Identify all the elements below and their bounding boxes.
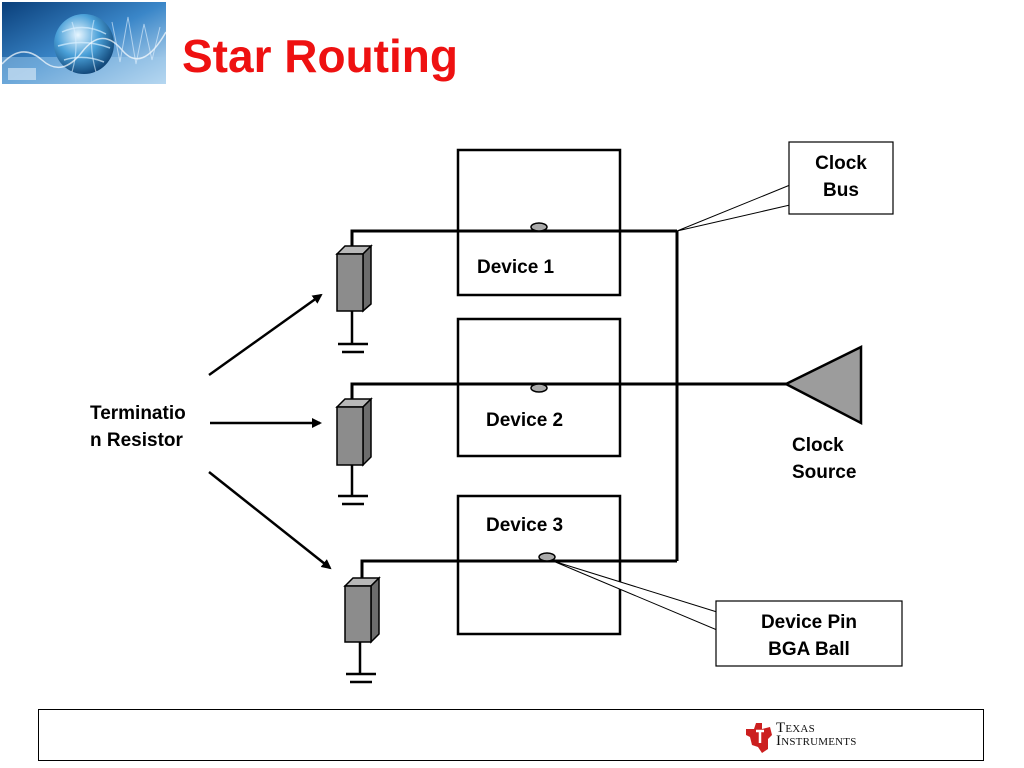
clock-bus-callout-box	[788, 141, 894, 215]
bga-ball-device-3	[538, 552, 556, 562]
device-1-box	[456, 148, 622, 297]
device-pin-callout-pointer	[552, 560, 718, 631]
arrow-to-resistor-1	[208, 293, 323, 377]
clock-bus-callout-pointer	[676, 184, 791, 232]
device-3-box	[456, 494, 622, 636]
device-2-box	[456, 317, 622, 458]
company-name-line1: Texas	[776, 720, 815, 736]
termination-resistor-2	[335, 397, 373, 506]
clock-source-triangle	[783, 344, 863, 426]
clock-source-label-line1: Clock	[792, 435, 844, 456]
clock-traces	[350, 229, 786, 580]
device-2-label: Device 2	[486, 410, 563, 431]
clock-bus-label-line2: Bus	[823, 180, 859, 201]
termination-resistor-1	[335, 244, 373, 354]
footer-bar	[38, 709, 984, 761]
clock-bus-label-line1: Clock	[815, 153, 867, 174]
texas-instruments-logo-icon	[746, 723, 772, 753]
arrow-to-resistor-3	[208, 471, 332, 570]
company-name-line2: Instruments	[776, 733, 857, 749]
device-1-label: Device 1	[477, 257, 555, 278]
globe-banner-icon	[2, 2, 166, 84]
texas-instruments-wordmark: Texas Instruments	[776, 720, 857, 749]
termination-resistor-label-line1: Terminatio	[90, 403, 186, 424]
clock-source-label-line2: Source	[792, 462, 856, 483]
device-pin-label-line2: BGA Ball	[768, 639, 850, 660]
termination-resistor-label-line2: n Resistor	[90, 430, 184, 451]
device-pin-label-line1: Device Pin	[761, 612, 857, 633]
device-3-label: Device 3	[486, 515, 563, 536]
page-title: Star Routing	[182, 30, 458, 82]
header-logo-image	[2, 2, 166, 84]
device-pin-callout-box	[715, 600, 903, 667]
bga-ball-device-1	[530, 222, 548, 232]
termination-resistor-3	[343, 576, 381, 684]
bga-ball-device-2	[530, 383, 548, 393]
